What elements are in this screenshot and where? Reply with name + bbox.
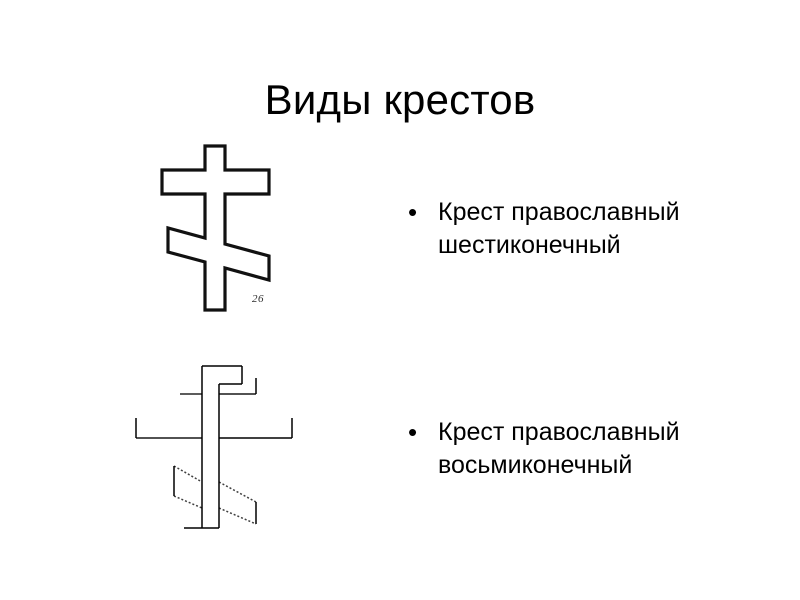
bullet-text: Крест православный восьмиконечный bbox=[438, 416, 780, 482]
bullet-line-1: Крест православный bbox=[438, 418, 680, 446]
page-title: Виды крестов bbox=[264, 76, 536, 124]
figure-number-label: 26 bbox=[252, 293, 264, 305]
bullet-item-eight-pointed: • Крест православный восьмиконечный bbox=[408, 416, 780, 482]
bullet-line-1: Крест православный bbox=[438, 198, 680, 226]
bullet-line-2: восьмиконечный bbox=[438, 451, 633, 479]
six-pointed-cross-figure bbox=[148, 138, 298, 318]
bullet-line-2: шестиконечный bbox=[438, 231, 621, 259]
eight-pointed-cross-figure bbox=[124, 356, 304, 538]
six-pointed-cross-icon bbox=[160, 144, 271, 312]
eight-pointed-cross-icon bbox=[135, 365, 293, 529]
bullet-item-six-pointed: • Крест православный шестиконечный bbox=[408, 196, 780, 262]
bullet-marker-icon: • bbox=[408, 417, 418, 447]
bullet-text: Крест православный шестиконечный bbox=[438, 196, 780, 262]
bullet-marker-icon: • bbox=[408, 197, 418, 227]
